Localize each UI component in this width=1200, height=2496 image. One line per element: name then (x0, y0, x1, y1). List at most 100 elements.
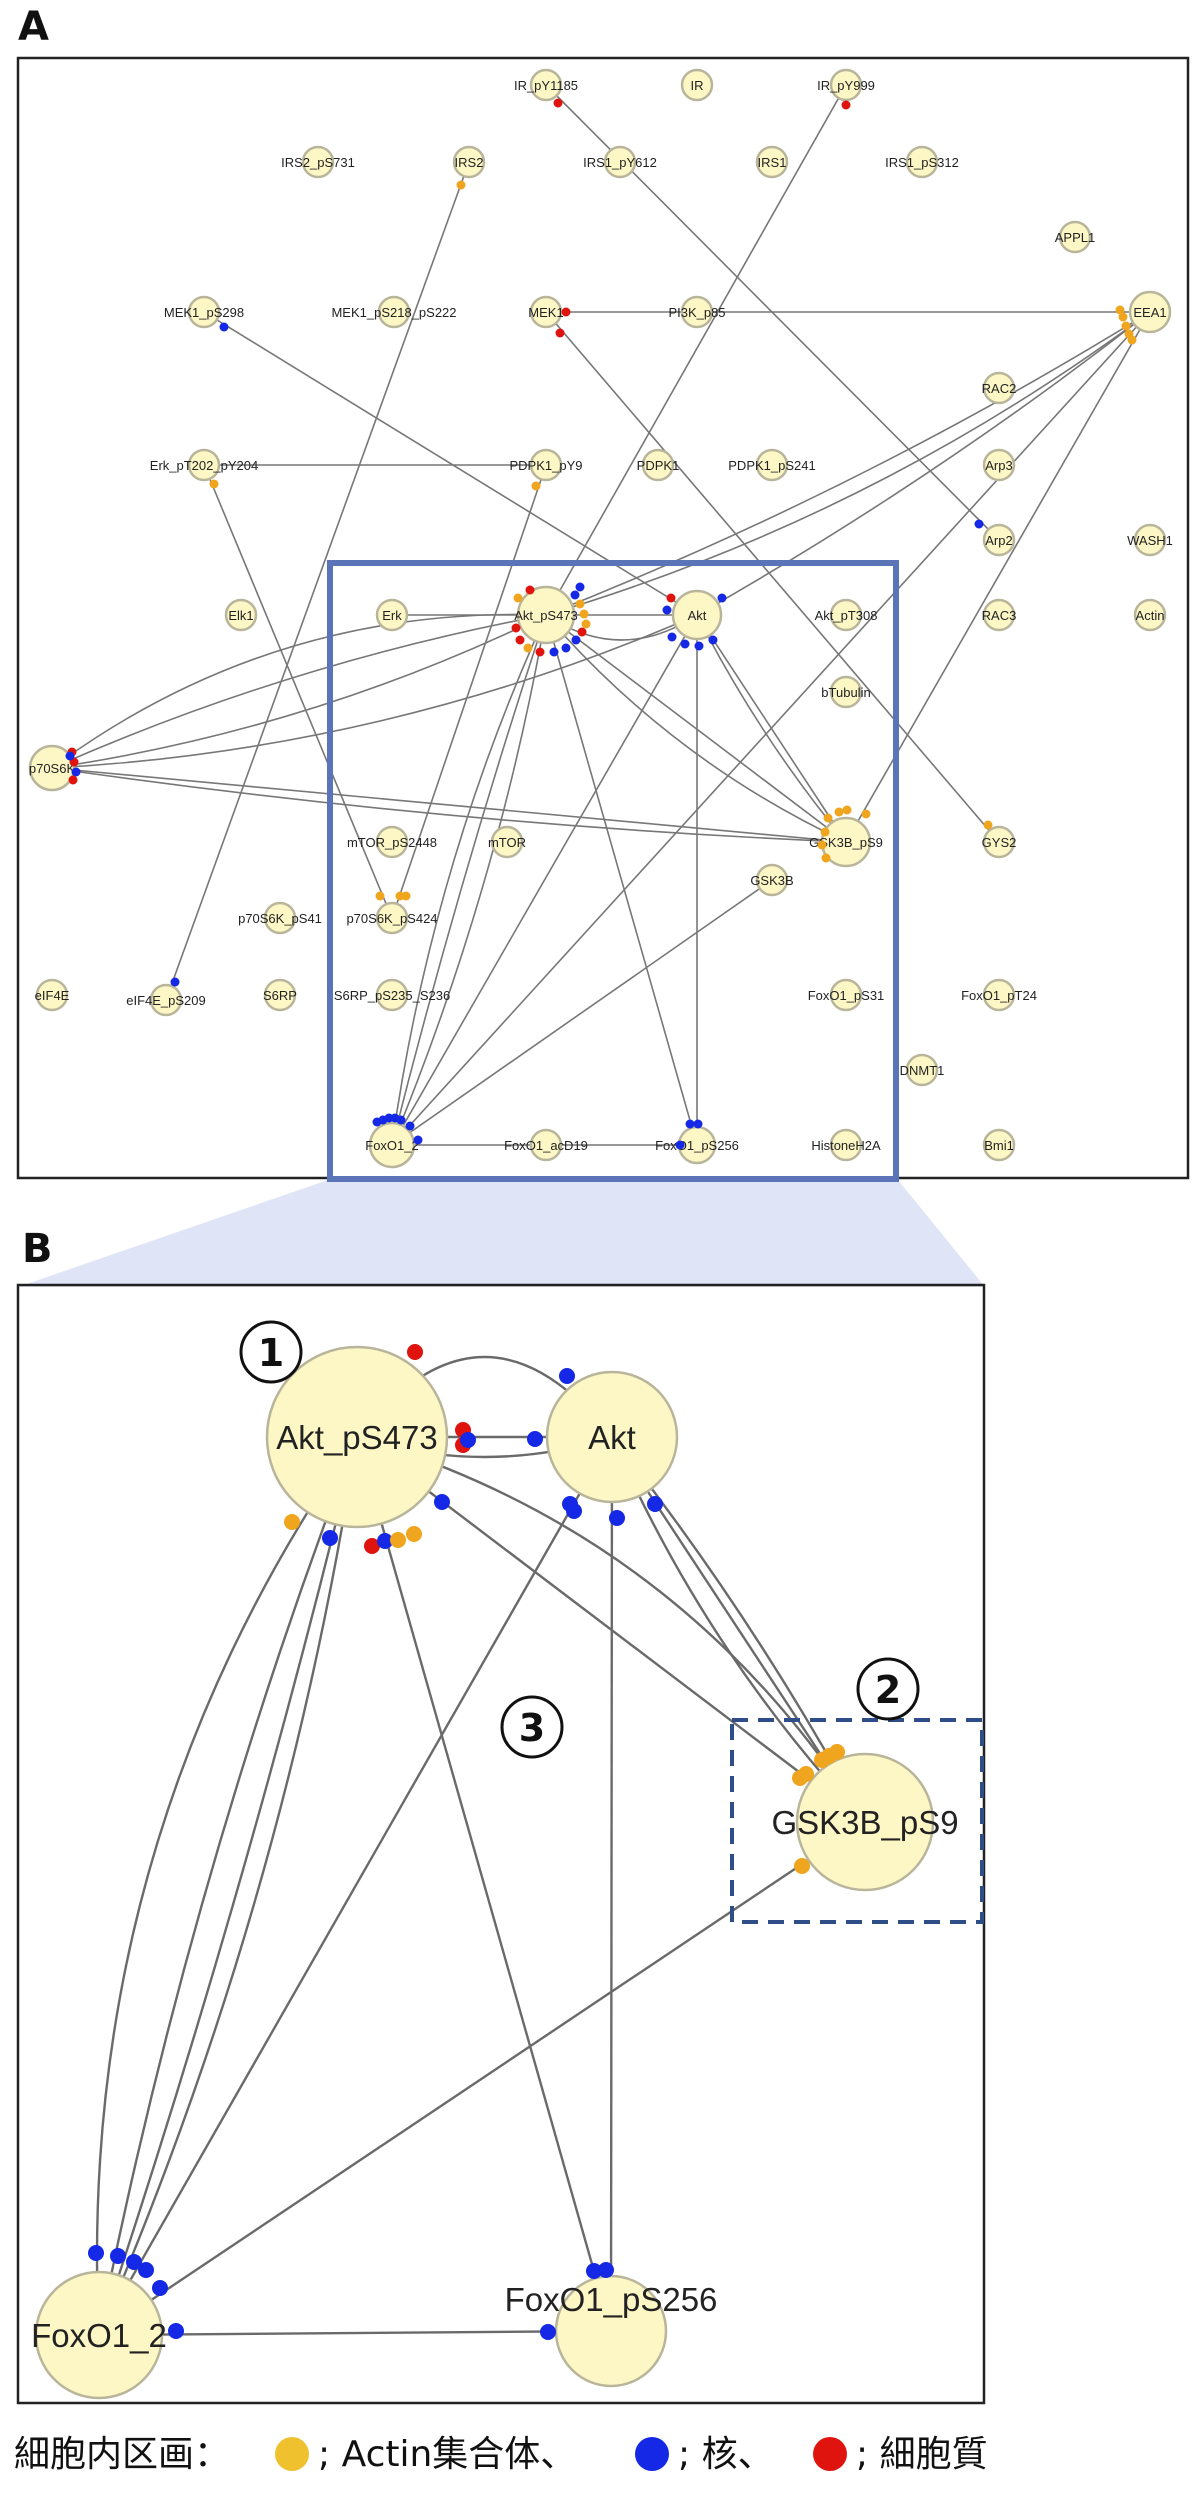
svg-text:IRS2_pS731: IRS2_pS731 (281, 155, 355, 170)
network-edge (97, 1436, 614, 2336)
node-p70s6k-ps41: p70S6K_pS41 (238, 901, 322, 935)
svg-text:FoxO1_acD19: FoxO1_acD19 (504, 1138, 588, 1153)
node-foxo1-pt24: FoxO1_pT24 (961, 978, 1037, 1012)
node-irs2-ps731: IRS2_pS731 (281, 145, 355, 179)
svg-text:IRS1: IRS1 (758, 155, 787, 170)
svg-text:EEA1: EEA1 (1133, 305, 1166, 320)
node-b-akt-ps473: Akt_pS473 (265, 1345, 449, 1529)
marker-2: 2 (856, 1657, 920, 1721)
compartment-dot (717, 593, 727, 603)
compartment-dot (575, 582, 585, 592)
compartment-dot (842, 805, 852, 815)
node-ir-py1185: IR_pY1185 (514, 68, 578, 102)
network-edge (203, 311, 698, 616)
node-gsk3b-ps9: GSK3B_pS9 (809, 816, 883, 868)
compartment-dot (65, 751, 75, 761)
compartment-dot (413, 1135, 423, 1145)
svg-text:FoxO1_pS31: FoxO1_pS31 (808, 988, 885, 1003)
network-edge (51, 613, 547, 769)
svg-text:GSK3B_pS9: GSK3B_pS9 (771, 1804, 958, 1841)
network-edge (355, 1436, 613, 2332)
network-edge (545, 311, 1000, 843)
compartment-dot (561, 643, 571, 653)
network-edge (97, 1436, 359, 2336)
compartment-dot (168, 2323, 184, 2339)
compartment-dot (685, 1119, 695, 1129)
svg-text:FoxO1_2: FoxO1_2 (31, 2317, 167, 2354)
network-edge (391, 464, 547, 919)
compartment-dot (549, 647, 559, 657)
svg-text:Actin: Actin (1136, 608, 1165, 623)
svg-text:IR_pY999: IR_pY999 (817, 78, 875, 93)
legend-label-cytoplasm: ; 細胞質 (856, 2434, 988, 2475)
node-b-foxo1-ps256: FoxO1_pS256 (505, 2274, 717, 2388)
compartment-dot (667, 632, 677, 642)
compartment-dot (152, 2280, 168, 2296)
panel-b-edges (95, 1356, 867, 2337)
compartment-dot (666, 593, 676, 603)
network-edge (391, 614, 547, 1146)
svg-text:MEK1: MEK1 (528, 305, 563, 320)
compartment-dot (219, 322, 229, 332)
node-eif4e: eIF4E (35, 978, 70, 1012)
compartment-dot (511, 623, 521, 633)
compartment-dot (571, 635, 581, 645)
node-mek1-ps218-ps222: MEK1_pS218_pS222 (331, 295, 457, 329)
node-arp2: Arp2 (982, 523, 1016, 557)
svg-text:Akt: Akt (588, 1419, 636, 1456)
svg-text:IRS1_pS312: IRS1_pS312 (885, 155, 959, 170)
svg-text:eIF4E_pS209: eIF4E_pS209 (126, 993, 206, 1008)
legend-prefix: 細胞内区画： (14, 2434, 230, 2475)
svg-text:FoxO1_pS256: FoxO1_pS256 (655, 1138, 739, 1153)
network-edge (97, 1436, 359, 2336)
svg-text:PDPK1_pS241: PDPK1_pS241 (728, 458, 815, 473)
compartment-dot (861, 809, 871, 819)
compartment-dot (515, 635, 525, 645)
zoom-cone (18, 1180, 985, 1287)
node-mek1-ps298: MEK1_pS298 (164, 295, 244, 329)
compartment-dot (377, 1533, 393, 1549)
compartment-dot (559, 1368, 575, 1384)
compartment-dot (523, 643, 533, 653)
compartment-dot (390, 1532, 406, 1548)
svg-text:IRS2: IRS2 (455, 155, 484, 170)
compartment-dot (540, 2324, 556, 2340)
svg-text:S6RP: S6RP (263, 988, 297, 1003)
compartment-dot (823, 813, 833, 823)
node-gys2: GYS2 (982, 825, 1016, 859)
network-edge (356, 1435, 867, 1823)
compartment-dot (401, 891, 411, 901)
compartment-dot (821, 853, 831, 863)
compartment-dot (598, 2262, 614, 2278)
compartment-dot (110, 2248, 126, 2264)
compartment-dot (209, 479, 219, 489)
compartment-dot (577, 627, 587, 637)
network-edge (98, 1821, 866, 2336)
network-edge (51, 614, 547, 769)
network-edge (545, 311, 1151, 616)
node-gsk3b: GSK3B (750, 863, 794, 897)
node-b-gsk3b-ps9: GSK3B_pS9 (771, 1752, 959, 1892)
node-elk1: Elk1 (224, 598, 258, 632)
node-akt: Akt (671, 589, 723, 641)
node-histoneh2a: HistoneH2A (811, 1128, 881, 1162)
compartment-dot (364, 1538, 380, 1554)
svg-text:FoxO1_pT24: FoxO1_pT24 (961, 988, 1037, 1003)
compartment-dot (817, 840, 827, 850)
network-edge (545, 84, 847, 616)
compartment-dot (561, 307, 571, 317)
compartment-dot (792, 1770, 808, 1786)
node-b-akt: Akt (545, 1370, 679, 1504)
compartment-dot (581, 619, 591, 629)
compartment-dot (170, 977, 180, 987)
svg-text:RAC2: RAC2 (982, 381, 1017, 396)
node-appl1: APPL1 (1055, 220, 1095, 254)
legend-swatch-actin (275, 2437, 309, 2471)
svg-text:p70S6K_pS41: p70S6K_pS41 (238, 911, 322, 926)
svg-text:2: 2 (875, 1668, 901, 1712)
compartment-dot (535, 647, 545, 657)
marker-1: 1 (239, 1320, 303, 1384)
svg-text:S6RP_pS235_S236: S6RP_pS235_S236 (334, 988, 450, 1003)
compartment-dot (662, 605, 672, 615)
network-edge (203, 464, 393, 919)
